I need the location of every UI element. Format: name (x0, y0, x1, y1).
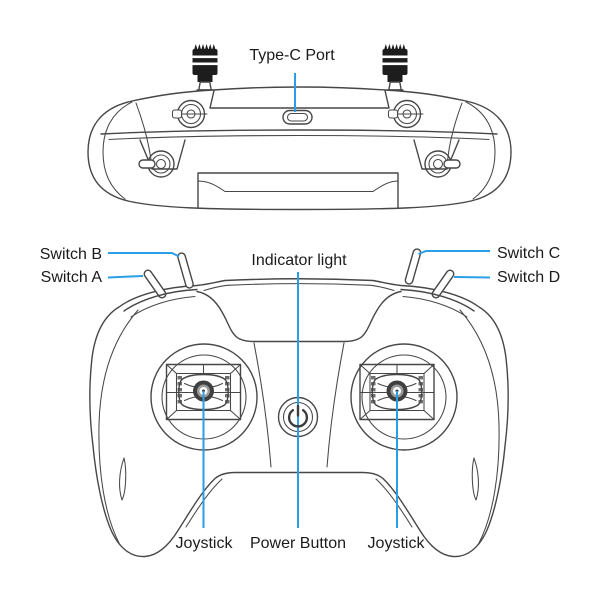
joystick-left-label: Joystick (175, 535, 233, 552)
switch-d-label: Switch D (497, 269, 561, 286)
switch-b-lever (177, 252, 194, 289)
switch-c-label: Switch C (497, 245, 561, 262)
switch-c-lever (404, 248, 422, 285)
type-c-port-label: Type-C Port (249, 47, 335, 64)
left-antenna-icon (191, 43, 219, 97)
switch-a-label: Switch A (40, 269, 102, 286)
switch-b-label: Switch B (39, 246, 102, 263)
right-shoulder-lever (424, 150, 461, 178)
controller-top-view (87, 43, 512, 211)
callout-lines (107, 73, 491, 528)
switch-d-callout-line (453, 276, 491, 279)
joystick-right-label: Joystick (367, 535, 425, 552)
switch-c-callout-line (418, 250, 490, 255)
switch-d-lever (431, 269, 455, 299)
left-shoulder-lever (138, 150, 175, 178)
power-button-label: Power Button (249, 535, 347, 552)
power-icon (287, 404, 309, 428)
right-antenna-icon (381, 43, 409, 97)
right-dial (387, 99, 424, 129)
type-c-port (282, 109, 313, 125)
indicator-light-label: Indicator light (251, 252, 347, 269)
left-dial (171, 99, 208, 129)
switch-b-callout-line (108, 252, 180, 258)
switch-a-callout-line (107, 275, 144, 279)
switch-a-lever (143, 269, 167, 299)
